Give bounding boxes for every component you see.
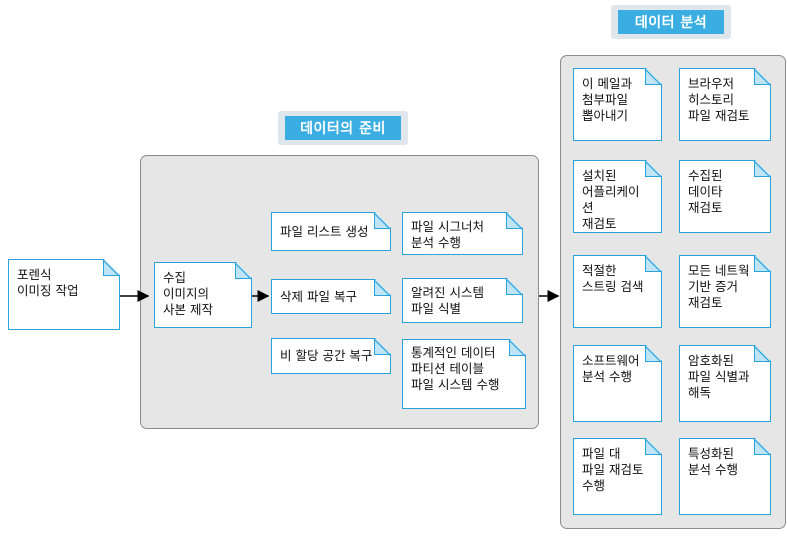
card-fold-corner	[753, 255, 771, 273]
card-fold-corner	[753, 160, 771, 178]
card-browser-history-label: 브라우저 히스토리 파일 재검토	[688, 76, 750, 123]
card-fold-corner	[753, 438, 771, 456]
card-file-list-label: 파일 리스트 생성	[280, 224, 369, 239]
card-fold-corner	[644, 438, 662, 456]
card-encrypted-files: 암호화된 파일 식별과 해독	[679, 345, 771, 422]
card-collected-data-label: 수집된 데이타 재검토	[688, 168, 723, 215]
card-deleted-recovery: 삭제 파일 복구	[271, 279, 391, 314]
card-collect-copy: 수집 이미지의 사본 제작	[154, 262, 252, 328]
card-fold-corner	[373, 338, 391, 356]
card-fold-corner	[234, 262, 252, 280]
card-installed-apps-label: 설치된 어플리케이션 재검토	[582, 168, 640, 231]
card-forensic-imaging: 포렌식 이미징 작업	[8, 259, 120, 330]
card-string-search-label: 적절한 스트링 검색	[582, 263, 644, 294]
card-browser-history: 브라우저 히스토리 파일 재검토	[679, 68, 771, 141]
card-network-evidence: 모든 네트웍 기반 증거 재검토	[679, 255, 771, 328]
data-analysis-title-box: 데이터 분석	[611, 5, 731, 39]
data-preparation-title-box: 데이터의 준비	[278, 111, 408, 145]
card-collected-data: 수집된 데이타 재검토	[679, 160, 771, 233]
card-fold-corner	[505, 212, 523, 230]
card-fold-corner	[644, 345, 662, 363]
card-statistical-partition: 통계적인 데이터 파티션 테이블 파일 시스템 수행	[402, 339, 526, 409]
card-fold-corner	[753, 345, 771, 363]
card-fold-corner	[753, 68, 771, 86]
card-unallocated-recovery: 비 할당 공간 복구	[271, 338, 391, 374]
card-fold-corner	[644, 255, 662, 273]
card-fold-corner	[508, 339, 526, 357]
card-signature-analysis: 파일 시그너처 분석 수행	[402, 212, 523, 255]
card-fold-corner	[373, 279, 391, 297]
card-fold-corner	[644, 160, 662, 178]
card-file-to-file-label: 파일 대 파일 재검토 수행	[582, 446, 644, 493]
card-file-to-file: 파일 대 파일 재검토 수행	[573, 438, 662, 515]
card-signature-analysis-label: 파일 시그너처 분석 수행	[411, 219, 484, 250]
card-forensic-imaging-label: 포렌식 이미징 작업	[17, 267, 79, 298]
card-file-list: 파일 리스트 생성	[271, 212, 391, 251]
card-fold-corner	[505, 278, 523, 296]
card-known-system-files-label: 알려진 시스템 파일 식별	[411, 285, 484, 316]
card-string-search: 적절한 스트링 검색	[573, 255, 662, 328]
card-email-extract-label: 이 메일과 첨부파일 뽑아내기	[582, 76, 632, 123]
card-network-evidence-label: 모든 네트웍 기반 증거 재검토	[688, 263, 750, 310]
card-statistical-partition-label: 통계적인 데이터 파티션 테이블 파일 시스템 수행	[411, 345, 500, 392]
card-fold-corner	[373, 212, 391, 230]
card-fold-corner	[102, 259, 120, 277]
card-encrypted-files-label: 암호화된 파일 식별과 해독	[688, 353, 750, 400]
card-known-system-files: 알려진 시스템 파일 식별	[402, 278, 523, 323]
card-email-extract: 이 메일과 첨부파일 뽑아내기	[573, 68, 662, 141]
card-fold-corner	[644, 68, 662, 86]
card-software-analysis-label: 소프트웨어 분석 수행	[582, 353, 640, 384]
data-preparation-title: 데이터의 준비	[285, 116, 401, 140]
card-unallocated-recovery-label: 비 할당 공간 복구	[280, 348, 373, 363]
card-deleted-recovery-label: 삭제 파일 복구	[280, 289, 357, 304]
card-installed-apps: 설치된 어플리케이션 재검토	[573, 160, 662, 233]
card-specialized-analysis-label: 특성화된 분석 수행	[688, 446, 738, 477]
card-collect-copy-label: 수집 이미지의 사본 제작	[163, 270, 213, 317]
card-specialized-analysis: 특성화된 분석 수행	[679, 438, 771, 515]
data-analysis-title: 데이터 분석	[618, 10, 724, 34]
card-software-analysis: 소프트웨어 분석 수행	[573, 345, 662, 422]
